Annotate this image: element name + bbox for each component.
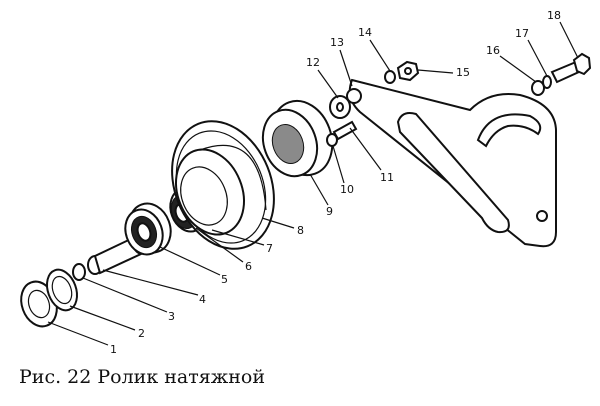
callout-17: 17 bbox=[515, 27, 529, 40]
callout-15: 15 bbox=[456, 66, 470, 79]
callout-labels: 1 2 3 4 5 6 7 8 9 10 11 12 13 14 15 16 1… bbox=[110, 9, 561, 356]
part-11-pin bbox=[332, 120, 358, 141]
part-12-washer bbox=[329, 95, 351, 119]
part-15-nut bbox=[396, 60, 420, 82]
part-13-bracket bbox=[346, 78, 557, 248]
part-16-washer bbox=[531, 80, 545, 96]
part-9-housing bbox=[261, 99, 334, 178]
callout-7: 7 bbox=[266, 242, 273, 255]
part-3-small-ring bbox=[72, 263, 86, 281]
part-10-washer bbox=[326, 133, 338, 147]
part-17-washer bbox=[542, 75, 552, 89]
callout-3: 3 bbox=[168, 310, 175, 323]
callout-10: 10 bbox=[340, 183, 354, 196]
part-2-ring bbox=[46, 268, 78, 312]
callout-14: 14 bbox=[358, 26, 372, 39]
part-18-bolt bbox=[550, 52, 592, 84]
callout-12: 12 bbox=[306, 56, 320, 69]
callout-18: 18 bbox=[547, 9, 561, 22]
callout-6: 6 bbox=[245, 260, 252, 273]
callout-4: 4 bbox=[199, 293, 206, 306]
callout-5: 5 bbox=[221, 273, 228, 286]
callout-8: 8 bbox=[297, 224, 304, 237]
callout-9: 9 bbox=[326, 205, 333, 218]
callout-11: 11 bbox=[380, 171, 394, 184]
part-8-pulley bbox=[171, 120, 275, 250]
callout-2: 2 bbox=[138, 327, 145, 340]
callout-16: 16 bbox=[486, 44, 500, 57]
leader-lines bbox=[47, 21, 579, 346]
part-14-washer bbox=[384, 70, 396, 84]
callout-13: 13 bbox=[330, 36, 344, 49]
callout-1: 1 bbox=[110, 343, 117, 356]
figure-caption: Рис. 22 Ролик натяжной bbox=[19, 366, 265, 388]
part-5-bearing bbox=[124, 202, 172, 256]
